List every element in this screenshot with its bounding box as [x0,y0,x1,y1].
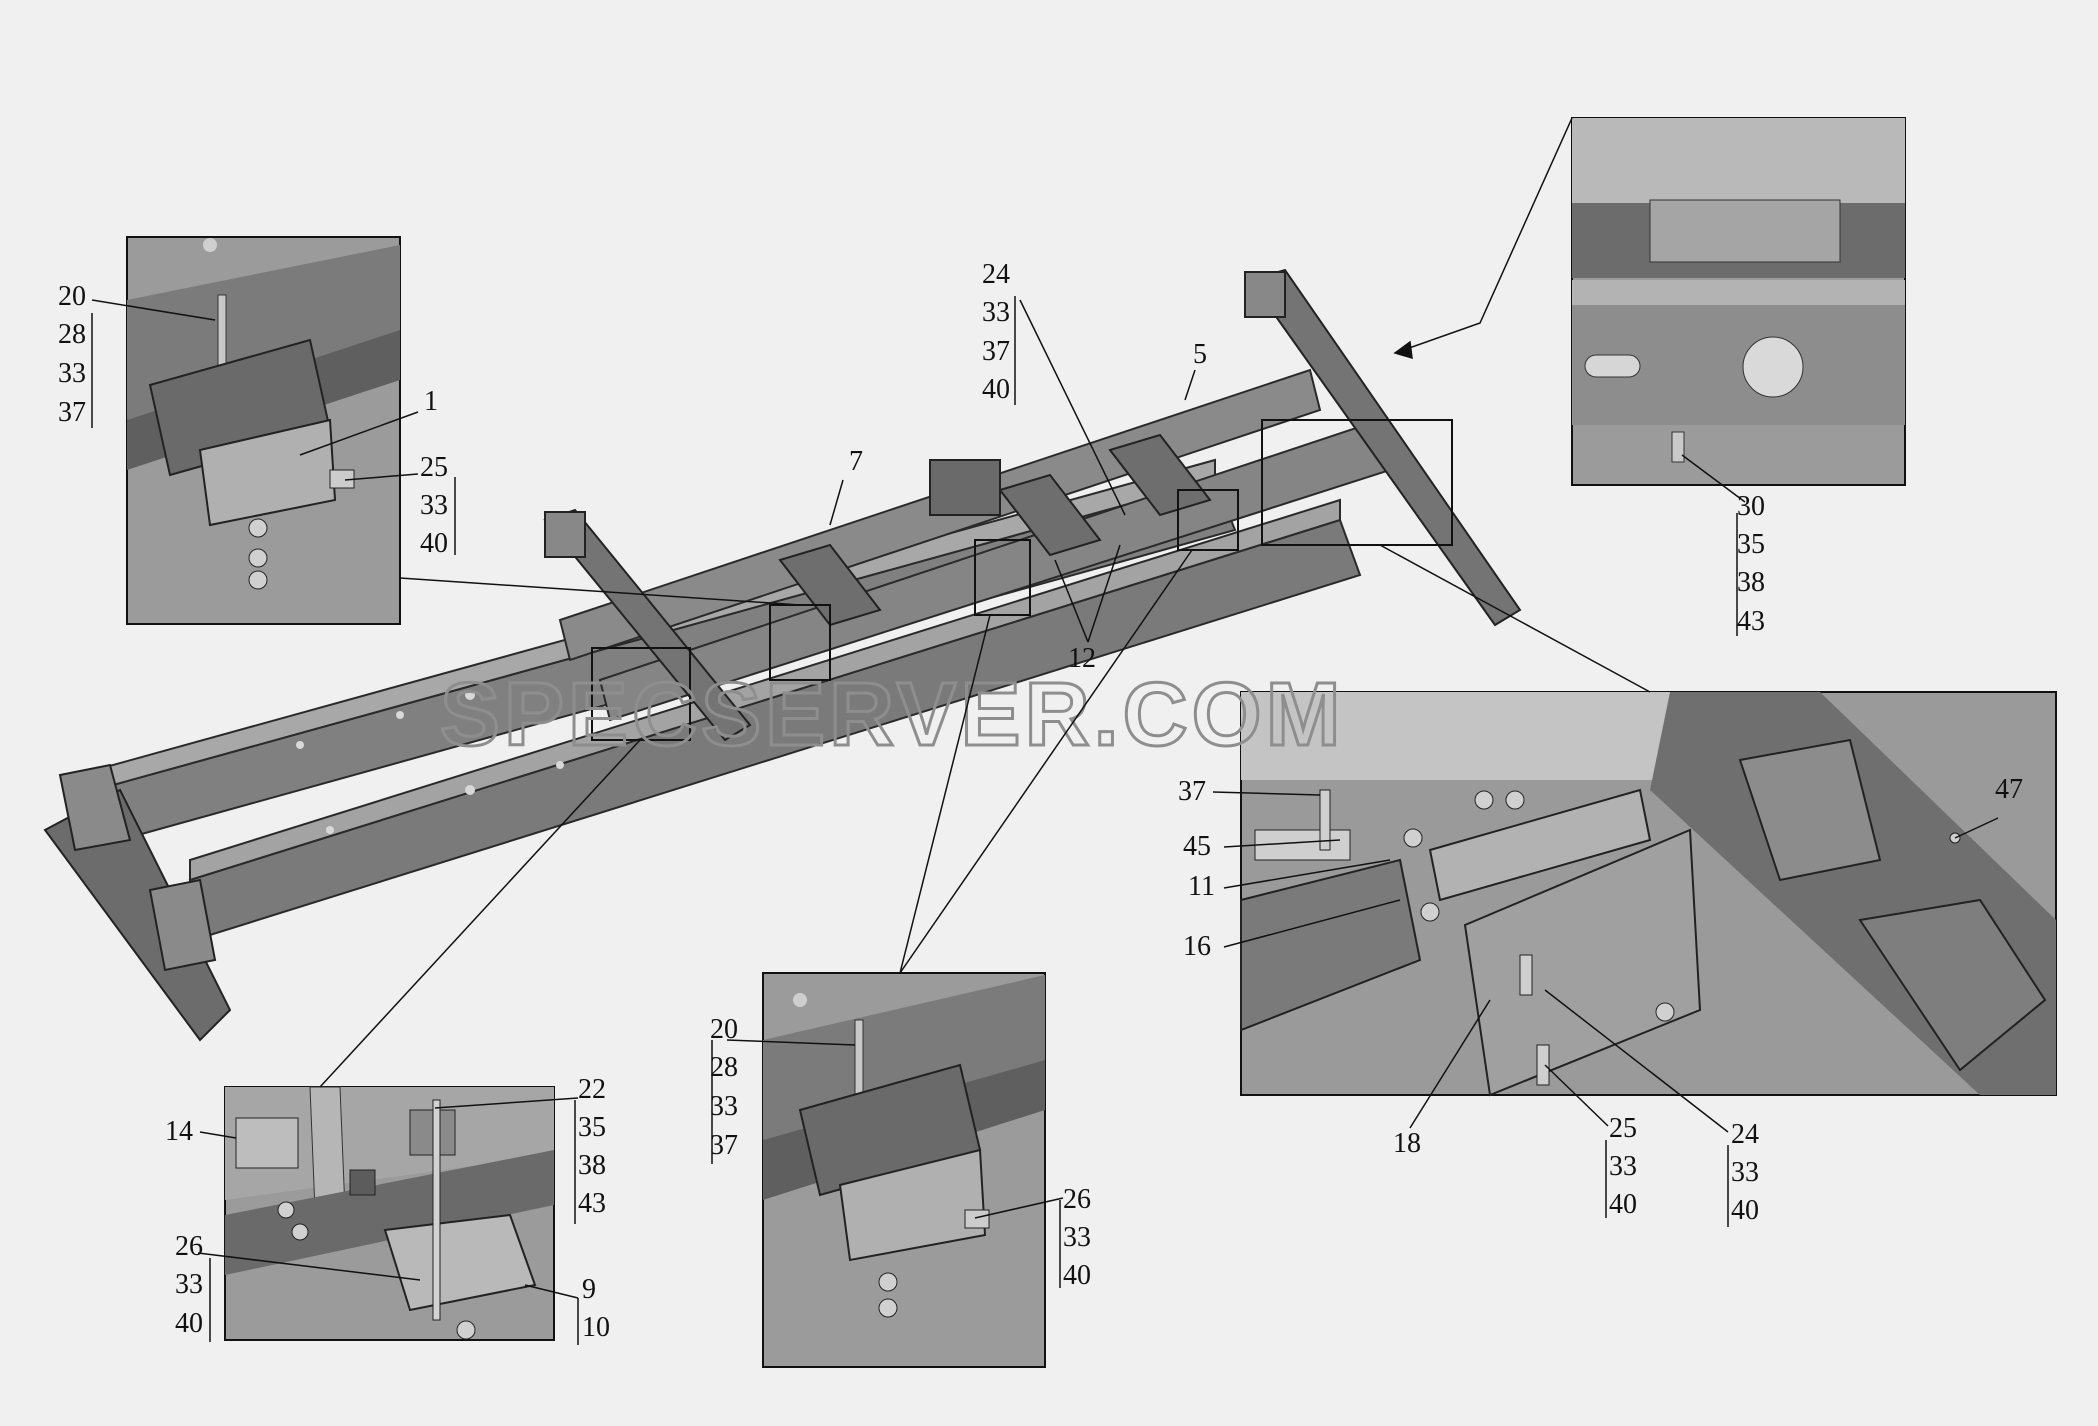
callout-label: 33 [420,490,448,521]
callout-label: 18 [1393,1128,1421,1159]
callout-label: 28 [710,1052,738,1083]
inset-detail-d [762,972,1046,1368]
callout-label: 45 [1183,831,1211,862]
callout-label: 37 [982,336,1010,367]
callout-label: 5 [1193,339,1207,370]
callout-label: 20 [710,1014,738,1045]
callout-label: 14 [165,1116,193,1147]
callout-label: 26 [1063,1184,1091,1215]
callout-label: 33 [175,1269,203,1300]
callout-label: 40 [1609,1189,1637,1220]
watermark-text: SPECSERVER.COM [440,665,1345,765]
callout-label: 40 [420,528,448,559]
callout-label: 9 [582,1274,596,1305]
callout-label: 11 [1188,871,1215,902]
inset-detail-e [224,1086,555,1341]
inset-detail-b [1571,117,1906,486]
callout-label: 38 [578,1150,606,1181]
callout-label: 35 [578,1112,606,1143]
chassis-frame [43,268,1522,1042]
callout-label: 22 [578,1074,606,1105]
inset-detail-c [1240,691,2057,1097]
callout-label: 33 [1609,1151,1637,1182]
callout-label: 30 [1737,491,1765,522]
callout-label: 20 [58,281,86,312]
callout-label: 33 [982,297,1010,328]
callout-label: 12 [1068,643,1096,674]
callout-label: 40 [1731,1195,1759,1226]
callout-label: 28 [58,319,86,350]
callout-label: 1 [424,386,438,417]
label-brackets [91,296,1738,1345]
callout-label: 43 [1737,606,1765,637]
callout-label: 33 [58,358,86,389]
callout-label: 38 [1737,567,1765,598]
callout-label: 26 [175,1231,203,1262]
inset-detail-a [126,236,401,625]
callout-label: 16 [1183,931,1211,962]
callout-label: 47 [1995,774,2023,805]
callout-label: 37 [58,397,86,428]
callout-label: 33 [1731,1157,1759,1188]
callout-label: 40 [1063,1260,1091,1291]
callout-label: 10 [582,1312,610,1343]
callout-label: 7 [849,446,863,477]
callout-label: 37 [1178,776,1206,807]
callout-label: 37 [710,1130,738,1161]
callout-label: 25 [1609,1113,1637,1144]
leader-lines [91,117,1999,1299]
callout-label: 43 [578,1188,606,1219]
callout-label: 35 [1737,529,1765,560]
callout-label: 24 [982,259,1010,290]
callout-label: 24 [1731,1119,1759,1150]
callout-labels: 20 28 33 37 1 25 33 40 24 33 37 40 5 7 1… [58,259,2023,1343]
callout-label: 33 [1063,1222,1091,1253]
callout-label: 40 [175,1308,203,1339]
callout-label: 33 [710,1091,738,1122]
callout-label: 40 [982,374,1010,405]
callout-label: 25 [420,452,448,483]
